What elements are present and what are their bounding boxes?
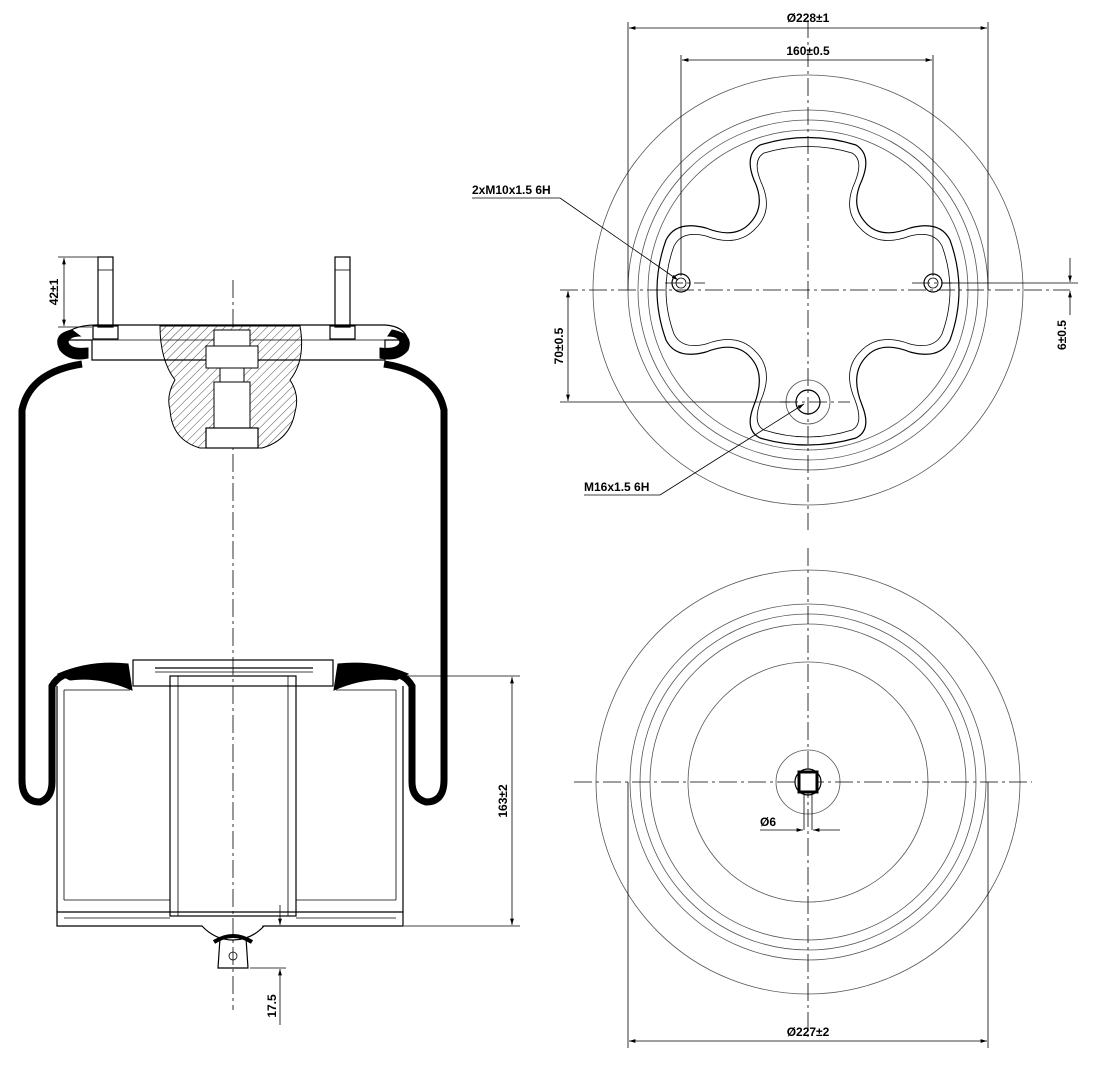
dim-bolt-spacing: 160±0.5 <box>680 44 934 276</box>
bottom-pin <box>794 768 822 830</box>
dim-vertical-offset: 70±0.5 <box>552 291 790 403</box>
dim-stud-height-label: 42±1 <box>47 278 61 305</box>
dim-pin-label: Ø6 <box>760 815 776 829</box>
piston-body <box>56 675 404 969</box>
bead-right <box>379 329 410 360</box>
dim-small-offset-label: 6±0.5 <box>1055 320 1069 350</box>
side-view: 42±1 163±2 17.5 <box>18 256 520 1025</box>
piston-cap <box>132 659 334 687</box>
bellows-right <box>383 360 448 806</box>
center-hole <box>780 379 850 425</box>
insert-nut <box>205 329 259 449</box>
dim-bottom-outer: Ø227±2 <box>627 782 989 1048</box>
dim-vertical-offset-label: 70±0.5 <box>552 327 566 364</box>
dim-top-outer-label: Ø228±1 <box>787 11 830 25</box>
thread-center-label: M16x1.5 6H <box>584 480 649 494</box>
dim-bottom: 17.5 <box>250 905 286 1025</box>
dim-pin: Ø6 <box>760 815 840 832</box>
thread-small-label: 2xM10x1.5 6H <box>472 183 551 197</box>
dim-top-outer: Ø228±1 <box>627 11 989 290</box>
piston-flare-right <box>333 662 410 691</box>
dim-stud-height: 42±1 <box>47 256 98 328</box>
bead-left <box>57 329 89 360</box>
bellows-left <box>18 360 83 806</box>
stud-right <box>329 256 356 340</box>
dim-bottom-outer-label: Ø227±2 <box>787 1025 830 1039</box>
bolt-hole-left <box>665 273 705 293</box>
dim-small-offset: 6±0.5 <box>942 258 1078 350</box>
top-view: Ø228±1 160±0.5 70±0.5 6±0.5 2xM10x1.5 6H <box>472 11 1078 530</box>
piston-flare-left <box>56 662 133 691</box>
stud-left <box>92 256 119 340</box>
leader-thread-center: M16x1.5 6H <box>584 403 805 496</box>
bottom-view: Ø6 Ø227±2 <box>574 548 1032 1048</box>
dim-bottom-label: 17.5 <box>265 994 279 1018</box>
dim-bolt-spacing-label: 160±0.5 <box>786 44 830 58</box>
dim-height-label: 163±2 <box>496 784 510 818</box>
dim-height: 163±2 <box>404 675 520 927</box>
leader-thread-small: 2xM10x1.5 6H <box>472 183 679 281</box>
